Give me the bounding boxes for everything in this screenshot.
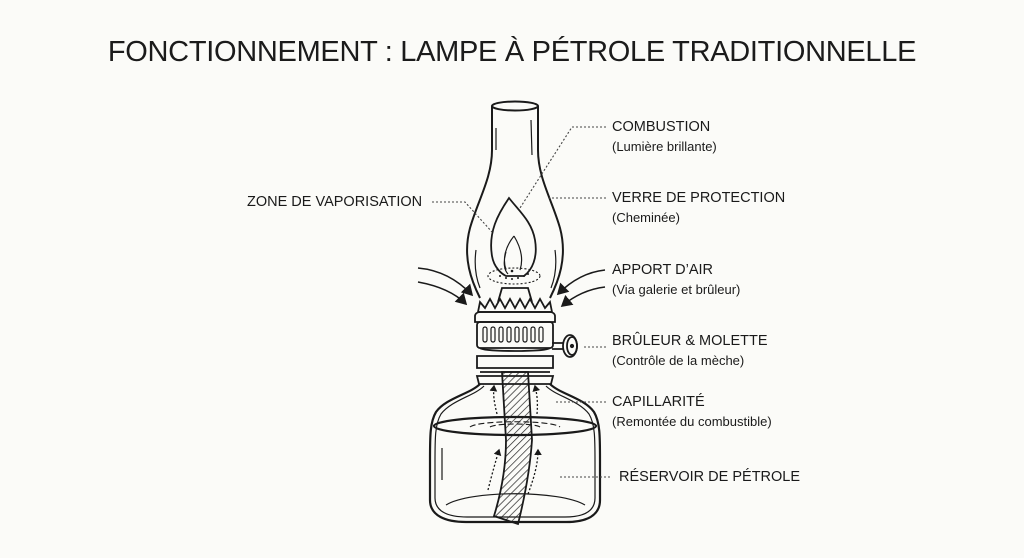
label-capillarite: CAPILLARITÉ (Remontée du combustible) <box>612 393 772 431</box>
air-arrow-icon <box>417 267 606 308</box>
label-verre-title: VERRE DE PROTECTION <box>612 190 786 206</box>
label-reservoir-title: RÉSERVOIR DE PÉTROLE <box>619 469 801 485</box>
label-combustion-title: COMBUSTION <box>612 119 711 135</box>
label-air-title: APPORT D’AIR <box>612 262 713 278</box>
burner <box>474 287 563 352</box>
wick-knob-icon <box>562 334 578 358</box>
diagram-title: FONCTIONNEMENT : LAMPE À PÉTROLE TRADITI… <box>107 36 917 68</box>
glass-chimney <box>466 100 564 299</box>
capillary-arrow-icon <box>487 384 542 495</box>
label-vaporisation-title: ZONE DE VAPORISATION <box>247 194 423 210</box>
label-bruleur-sub: (Contrôle de la mèche) <box>612 353 745 368</box>
label-zone-vaporisation: ZONE DE VAPORISATION <box>247 193 422 212</box>
label-capillarite-sub: (Remontée du combustible) <box>612 414 772 429</box>
label-bruleur-title: BRÛLEUR & MOLETTE <box>612 333 768 349</box>
label-reservoir: RÉSERVOIR DE PÉTROLE <box>619 468 800 487</box>
label-capillarite-title: CAPILLARITÉ <box>612 394 705 410</box>
wick <box>492 371 533 526</box>
label-verre-sub: (Cheminée) <box>612 210 680 225</box>
label-apport-air: APPORT D’AIR (Via galerie et brûleur) <box>612 261 740 299</box>
label-combustion-sub: (Lumière brillante) <box>612 139 717 154</box>
label-air-sub: (Via galerie et brûleur) <box>612 282 741 297</box>
leader-lines <box>432 126 610 478</box>
flame-icon <box>490 196 537 277</box>
label-bruleur-molette: BRÛLEUR & MOLETTE (Contrôle de la mèche) <box>612 332 768 370</box>
label-combustion: COMBUSTION (Lumière brillante) <box>612 118 717 156</box>
label-verre-protection: VERRE DE PROTECTION (Cheminée) <box>612 189 785 227</box>
